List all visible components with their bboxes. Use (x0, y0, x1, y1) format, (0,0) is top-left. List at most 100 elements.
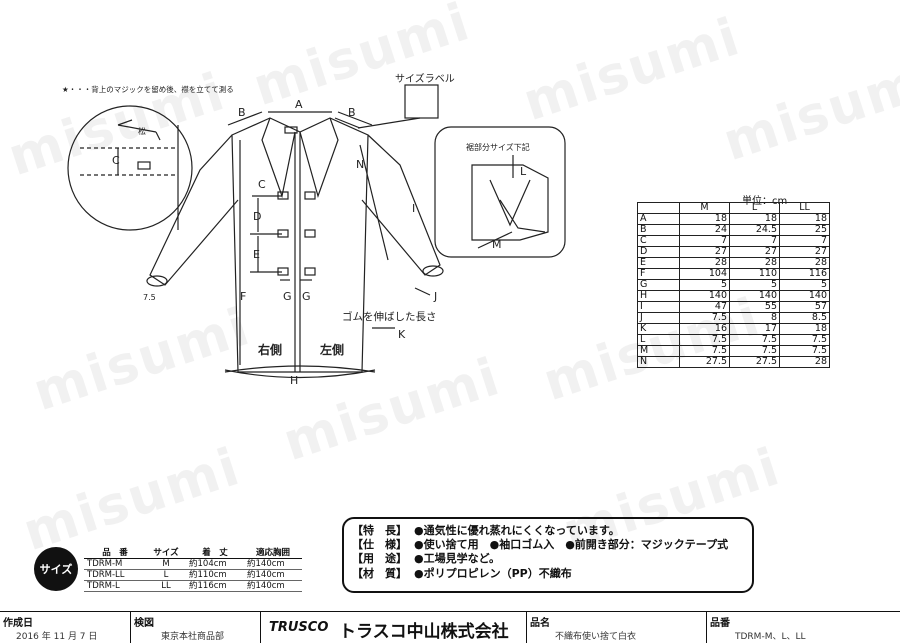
left-side-label: 左側 (319, 342, 344, 357)
dim-g-right: G (302, 290, 311, 303)
size-value: 18 (779, 323, 830, 335)
size-value: 28 (779, 257, 830, 269)
dim-c-inset: C (112, 154, 120, 167)
drawing-label: 検図 (134, 618, 154, 629)
right-side-label: 右側 (257, 342, 282, 357)
size-value: 57 (779, 301, 830, 313)
header-cell (637, 202, 680, 214)
size-value: 7.5 (729, 345, 780, 357)
size-value: 18 (779, 213, 830, 225)
dimension-letter: J (637, 312, 680, 324)
dimension-letter: L (637, 334, 680, 346)
size-value: 55 (729, 301, 780, 313)
footer-code: 品番 TDRM-M、L、LL (706, 612, 900, 643)
size-value: 16 (679, 323, 730, 335)
size-value: 47 (679, 301, 730, 313)
dim-j: J (433, 290, 437, 303)
variant-cell: 約140cm (244, 558, 302, 570)
size-value: 7.5 (779, 345, 830, 357)
dim-n: N (356, 158, 364, 171)
feature-label: 【材 質】 (352, 566, 407, 580)
size-value: 27.5 (679, 356, 730, 368)
size-value: 140 (679, 290, 730, 302)
dimension-letter: D (637, 246, 680, 258)
variant-cell: 約104cm (186, 558, 244, 570)
size-value: 24.5 (729, 224, 780, 236)
size-value: 27 (679, 246, 730, 258)
feature-text: ●通気性に優れ蒸れにくくなっています。 (414, 524, 620, 537)
variant-header-cell: 品 番 (84, 548, 146, 559)
header-cell: LL (779, 202, 830, 214)
dimension-letter: N (637, 356, 680, 368)
variant-header-cell: サイズ (146, 548, 186, 559)
feature-label: 【用 途】 (352, 552, 407, 566)
feature-label: 【特 長】 (352, 524, 407, 537)
dimension-letter: G (637, 279, 680, 291)
dim-b-right: B (348, 106, 356, 119)
size-value: 18 (679, 213, 730, 225)
unit-label: 単位：cm (742, 196, 788, 207)
dimension-letter: M (637, 345, 680, 357)
size-value: 7.5 (729, 334, 780, 346)
variant-cell: LL (146, 580, 186, 592)
size-badge: サイズ (34, 547, 78, 591)
size-value: 27 (729, 246, 780, 258)
size-value: 27 (779, 246, 830, 258)
size-value: 7.5 (679, 312, 730, 324)
feature-text: ●工場見学など。 (414, 552, 501, 566)
size-value: 28 (779, 356, 830, 368)
feature-row: 【特 長】 ●通気性に優れ蒸れにくくなっています。 (352, 524, 744, 538)
watermark: misumi (16, 436, 248, 564)
size-value: 116 (779, 268, 830, 280)
variant-cell: 約116cm (186, 580, 244, 592)
size-value: 104 (679, 268, 730, 280)
dimension-letter: H (637, 290, 680, 302)
size-value: 7 (779, 235, 830, 247)
variant-cell: 約140cm (244, 569, 302, 581)
sleeve-value: 7.5 (143, 293, 156, 302)
size-value: 28 (679, 257, 730, 269)
features-box: 【特 長】●通気性に優れ蒸れにくくなっています。 【仕 様】●使い捨て用 ●袖口… (342, 517, 754, 593)
company-name: トラスコ中山株式会社 (339, 622, 509, 642)
size-value: 5 (679, 279, 730, 291)
dimension-letter: A (637, 213, 680, 225)
inset-title: 裾部分サイズ下記 (466, 142, 530, 152)
size-value: 7 (679, 235, 730, 247)
brand-logo: TRUSCO (269, 620, 329, 635)
drawing-value: 東京本社商品部 (161, 632, 225, 642)
footer-drawing: 検図 東京本社商品部 (130, 612, 261, 643)
header-cell: M (679, 202, 730, 214)
size-value: 7 (729, 235, 780, 247)
size-value: 110 (729, 268, 780, 280)
dim-a: A (295, 98, 303, 111)
size-value: 7.5 (679, 345, 730, 357)
size-value: 8 (729, 312, 780, 324)
size-table-header: M L LL (637, 202, 830, 214)
size-value: 17 (729, 323, 780, 335)
feature-label: 【仕 様】 (352, 538, 407, 552)
created-label: 作成日 (3, 618, 33, 629)
dim-k: K (398, 328, 406, 341)
size-value: 24 (679, 224, 730, 236)
footer-created: 作成日 2016 年 11 月 7 日 (0, 612, 130, 643)
size-value: 7.5 (679, 334, 730, 346)
size-value: 8.5 (779, 312, 830, 324)
size-value: 25 (779, 224, 830, 236)
dim-b-left: B (238, 106, 246, 119)
dim-d: D (253, 210, 261, 223)
size-value: 5 (779, 279, 830, 291)
size-value: 27.5 (729, 356, 780, 368)
dimension-letter: E (637, 257, 680, 269)
size-value: 140 (779, 290, 830, 302)
